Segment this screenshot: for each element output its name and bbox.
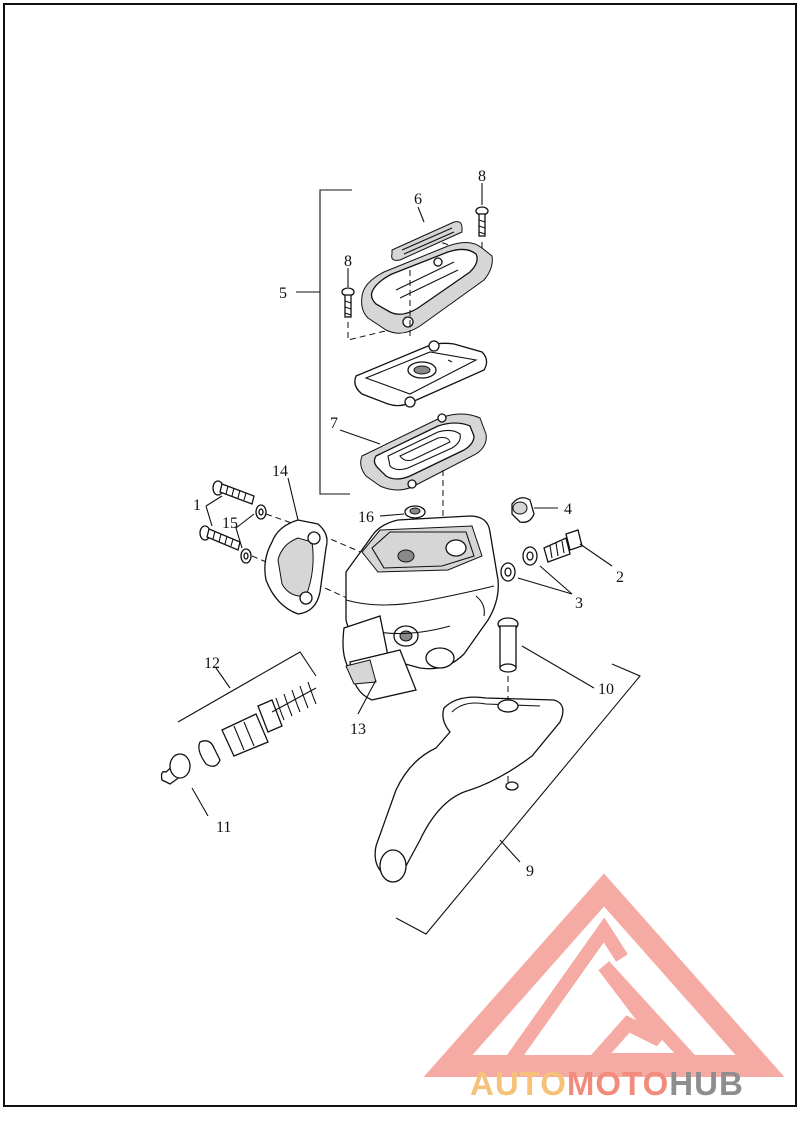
watermark-logo (423, 873, 785, 1077)
bracket-5 (296, 189, 352, 495)
watermark-hub: HUB (669, 1065, 744, 1102)
part-9-lever (374, 696, 564, 883)
callout-9: 9 (526, 863, 534, 880)
callout-7: 7 (330, 415, 338, 432)
callout-1: 1 (193, 497, 201, 514)
logo-triangle-outer (423, 873, 785, 1077)
watermark-moto: MOTO (567, 1065, 669, 1102)
callout-6: 6 (414, 191, 422, 208)
callout-5: 5 (279, 285, 287, 302)
callout-16: 16 (358, 509, 374, 526)
callout-8-lower: 8 (344, 253, 352, 270)
part-1-clamp-screws (199, 480, 255, 551)
logo-inner-mark (580, 961, 706, 1067)
part-2-fitting (543, 529, 613, 567)
diagram-border (3, 3, 797, 1107)
part-14-clamp (264, 477, 328, 615)
part-8-cover-screw-right (475, 183, 489, 237)
callout-15: 15 (222, 515, 238, 532)
callout-12: 12 (204, 655, 220, 672)
callout-2: 2 (616, 569, 624, 586)
axis-screw-upper (265, 513, 371, 557)
master-cylinder-body (342, 515, 499, 715)
callout-8-upper: 8 (478, 168, 486, 185)
part-5-reservoir-cover (361, 242, 493, 334)
callout-4: 4 (564, 501, 572, 518)
watermark-text: AUTOMOTOHUB (470, 1065, 744, 1102)
part-8-cover-screw-left (341, 268, 355, 318)
part-15-washers (235, 504, 267, 564)
part-11-boot (160, 753, 209, 817)
watermark-auto: AUTO (470, 1065, 567, 1102)
part-7-diaphragm (339, 413, 487, 491)
cover-plate (354, 340, 488, 408)
callout-11: 11 (216, 819, 231, 836)
leader-screw-left (347, 322, 407, 341)
part-16-plug (379, 505, 426, 519)
part-10-pivot-pin (497, 617, 595, 689)
bracket-9 (395, 663, 641, 935)
logo-m-stroke (506, 917, 628, 1065)
callout-3: 3 (575, 595, 583, 612)
part-12-piston-assembly (177, 651, 317, 767)
callout-14: 14 (272, 463, 288, 480)
part-6-label-plate (391, 206, 463, 261)
part-3-washers (500, 546, 573, 595)
part-4-cap (511, 497, 558, 523)
callout-13: 13 (350, 721, 366, 738)
callout-10: 10 (598, 681, 614, 698)
